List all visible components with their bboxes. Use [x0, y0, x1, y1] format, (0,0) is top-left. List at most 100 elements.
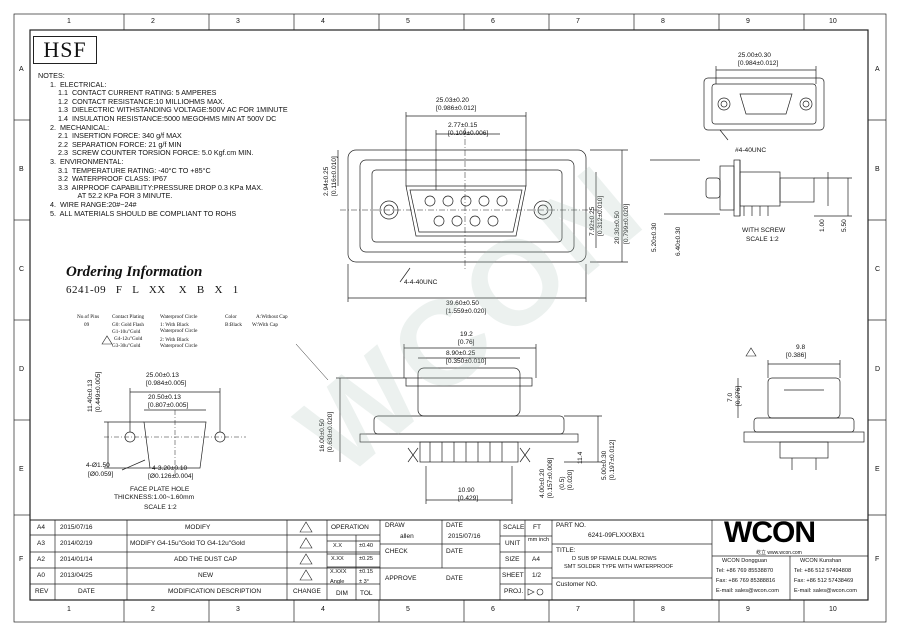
tolerance-header: OPERATION — [331, 524, 369, 531]
dim-text: 4-3.20±0.10 — [152, 465, 188, 472]
tol-footer: DIM — [336, 590, 348, 597]
dim-text: [0.276] — [735, 385, 742, 406]
zone-label-right: D — [875, 366, 881, 373]
tol-val: ±0.15 — [359, 569, 373, 575]
zone-label-top: 10 — [829, 18, 837, 25]
zone-label-bottom: 2 — [151, 606, 155, 613]
zone-label-top: 2 — [151, 18, 155, 25]
dim-text: 25.00±0.30 — [738, 52, 771, 59]
note-line: 3.2 WATERPROOF CLASS: IP67 — [50, 174, 168, 184]
dim-text: 19.2 — [460, 331, 473, 338]
dim-text: [0.986±0.012] — [436, 105, 477, 112]
note-line: 3. ENVIRONMENTAL: — [50, 156, 124, 166]
zone-label-left: C — [19, 266, 25, 273]
note-line: 2.1 INSERTION FORCE: 340 g/f MAX — [50, 131, 182, 141]
customer-label: Customer NO. — [556, 581, 598, 588]
side-view-screw — [650, 159, 852, 217]
zone-label-top: 1 — [67, 18, 71, 25]
zone-label-left: E — [19, 466, 24, 473]
contact-line: Fax: +86 512 57438469 — [794, 578, 854, 584]
dim-text: 8.90±0.25 — [446, 350, 476, 357]
zone-label-right: A — [875, 66, 880, 73]
ordering-legend: G3-30u"Gold — [112, 343, 141, 349]
rev-date: 2013/04/25 — [60, 572, 93, 579]
note-line: NOTES: — [38, 71, 65, 80]
dim-text: [0.197±0.012] — [609, 439, 616, 480]
dim-text: 20.50±0.13 — [148, 394, 181, 401]
small-front-view — [703, 66, 825, 141]
dim-text: [Ø0.059] — [88, 471, 114, 478]
front-view-connector — [337, 112, 628, 302]
dim-text: WITH SCREW — [742, 227, 786, 234]
title-block — [30, 519, 868, 600]
dim-text: [0.984±0.005] — [146, 380, 187, 387]
ordering-legend: Waterproof Circle — [160, 314, 198, 320]
zone-label-bottom: 7 — [576, 606, 580, 613]
note-line: 3.3 AIRPROOF CAPABILITY:PRESSURE DROP 0.… — [50, 182, 264, 192]
dim-text: 25.00±0.13 — [146, 372, 179, 379]
zone-label-right: B — [875, 166, 880, 173]
dim-text: [1.559±0.020] — [446, 308, 487, 315]
dim-text: [0.449±0.005] — [95, 371, 102, 412]
note-line: 1.2 CONTACT RESISTANCE:10 MILLIOHMS MAX. — [50, 96, 225, 106]
zone-label-top: 4 — [321, 18, 325, 25]
note-line: AT 52.2 KPa FOR 3 MINUTE. — [50, 191, 173, 201]
dim-text: [0.984±0.012] — [738, 60, 779, 67]
scale-value: FT — [533, 524, 541, 531]
dim-text: SCALE 1:2 — [746, 236, 779, 243]
approve-label: APPROVE — [385, 575, 417, 582]
date-value: 2015/07/16 — [448, 533, 481, 540]
zone-label-bottom: 5 — [406, 606, 410, 613]
dim-text: 7.0 — [727, 392, 734, 402]
dim-text: 2.94±0.25 — [323, 166, 330, 196]
rev-date: 2015/07/16 — [60, 524, 93, 531]
contact-line: Tel: +86 512 57494808 — [794, 568, 852, 574]
dim-text: 10.90 — [458, 487, 475, 494]
zone-label-top: 8 — [661, 18, 665, 25]
tol-dim: X.XX — [331, 556, 344, 562]
rev-date: 2014/02/19 — [60, 540, 93, 547]
ordering-legend: A:Without Cap — [256, 314, 288, 320]
projection-symbol — [527, 588, 544, 596]
dim-text: 5.20±0.30 — [651, 222, 658, 252]
zone-label-top: 6 — [491, 18, 495, 25]
dim-text: 11.40±0.13 — [87, 379, 94, 412]
dim-text: [0.386] — [786, 352, 807, 359]
zone-label-right: C — [875, 266, 881, 273]
ordering-title: Ordering Information — [66, 264, 203, 280]
rev-header: DATE — [78, 588, 95, 595]
title-label: TITLE: — [556, 547, 576, 554]
face-plate-cutout — [104, 388, 246, 480]
dim-text: SCALE 1:2 — [144, 504, 177, 511]
note-line: 1. ELECTRICAL: — [50, 79, 107, 89]
dim-text: THICKNESS:1.00~1.60mm — [114, 494, 195, 501]
zone-label-bottom: 8 — [661, 606, 665, 613]
dim-text: [0.350±0.010] — [446, 358, 487, 365]
contact-line: Fax: +86 769 85388816 — [716, 578, 776, 584]
ordering-code: 6241-09 F L XX X B X 1 — [66, 284, 239, 296]
ordering-legend: 09 — [84, 322, 90, 328]
scale-label: SCALE — [503, 524, 525, 531]
date-label: DATE — [446, 548, 463, 555]
ordering-legend: No.of Pins — [77, 314, 100, 320]
zone-label-left: A — [19, 66, 24, 73]
draw-label: DRAW — [385, 522, 405, 529]
rev-desc: ADD THE DUST CAP — [174, 556, 237, 563]
size-label: SIZE — [505, 556, 520, 563]
note-line: 1.3 DIELECTRIC WITHSTANDING VOLTAGE:500V… — [50, 105, 288, 115]
rev-cell: A3 — [37, 540, 45, 547]
rev-date: 2014/01/14 — [60, 556, 93, 563]
dim-text: 5.50 — [841, 219, 848, 232]
ordering-legend: Contact Plating — [112, 314, 145, 320]
date-label: DATE — [446, 575, 463, 582]
end-view — [737, 360, 865, 470]
draw-name: allen — [400, 533, 414, 540]
unit-value: mm inch — [528, 537, 550, 543]
tol-val: ± 3° — [359, 579, 369, 585]
ordering-legend: Color — [225, 314, 237, 320]
rev-header: REV — [35, 588, 49, 595]
zone-label-bottom: 3 — [236, 606, 240, 613]
tol-val: ±0.40 — [359, 543, 373, 549]
dim-text: [0.429] — [458, 495, 479, 502]
